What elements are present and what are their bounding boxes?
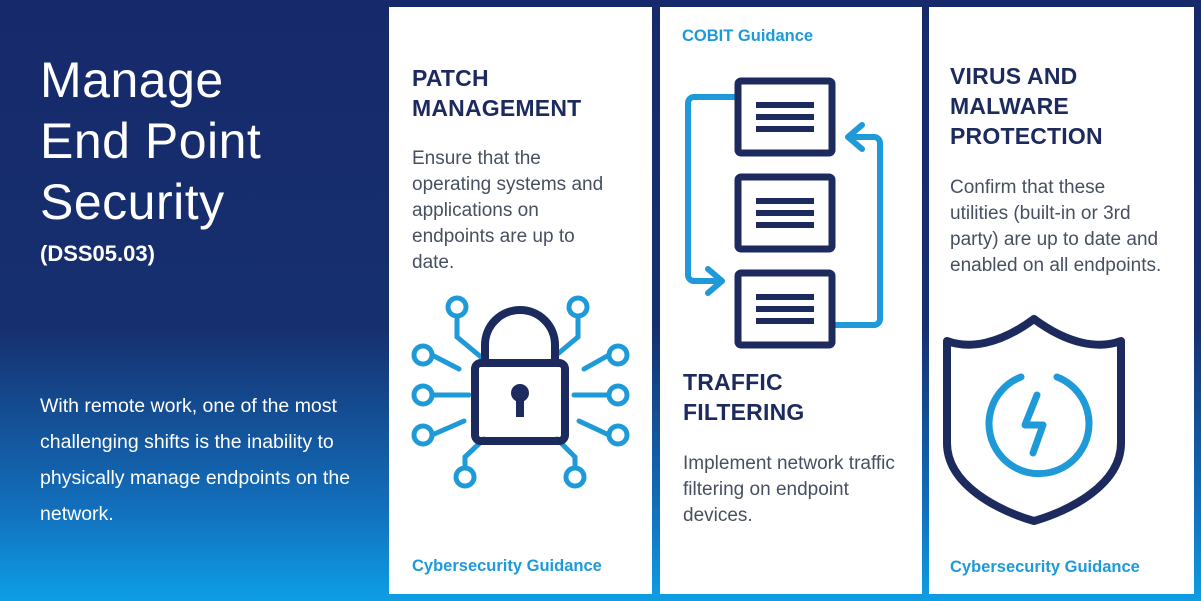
- card-virus-malware-protection: VIRUS AND MALWARE PROTECTION Confirm tha…: [929, 7, 1194, 594]
- control-code: (DSS05.03): [40, 241, 155, 266]
- card-traffic-filtering: COBIT Guidance TRAFFIC FILTERING Impleme…: [660, 7, 922, 594]
- card-footer-label: Cybersecurity Guidance: [950, 558, 1140, 576]
- card-heading: VIRUS AND MALWARE PROTECTION: [950, 63, 1103, 149]
- card-body: Implement network traffic filtering on e…: [683, 453, 895, 526]
- title-line-2: End Point: [40, 113, 262, 169]
- title-line-3: Security: [40, 174, 225, 230]
- page-title: Manage End Point Security: [40, 50, 370, 233]
- card-patch-management: PATCH MANAGEMENT Ensure that the operati…: [389, 7, 652, 594]
- card-footer-label: Cybersecurity Guidance: [412, 557, 602, 575]
- card-body: Ensure that the operating systems and ap…: [412, 148, 604, 273]
- card-body: Confirm that these utilities (built-in o…: [950, 177, 1162, 276]
- intro-description: With remote work, one of the most challe…: [40, 394, 351, 525]
- shield-power-icon: [943, 315, 1125, 525]
- traffic-flow-icon: [685, 77, 883, 349]
- intro-panel: Manage End Point Security (DSS05.03): [40, 50, 370, 267]
- card-top-label: COBIT Guidance: [682, 27, 814, 45]
- card-heading: PATCH MANAGEMENT: [412, 65, 582, 121]
- title-line-1: Manage: [40, 52, 224, 108]
- card-heading: TRAFFIC FILTERING: [683, 369, 805, 425]
- circuit-lock-icon: [411, 295, 630, 489]
